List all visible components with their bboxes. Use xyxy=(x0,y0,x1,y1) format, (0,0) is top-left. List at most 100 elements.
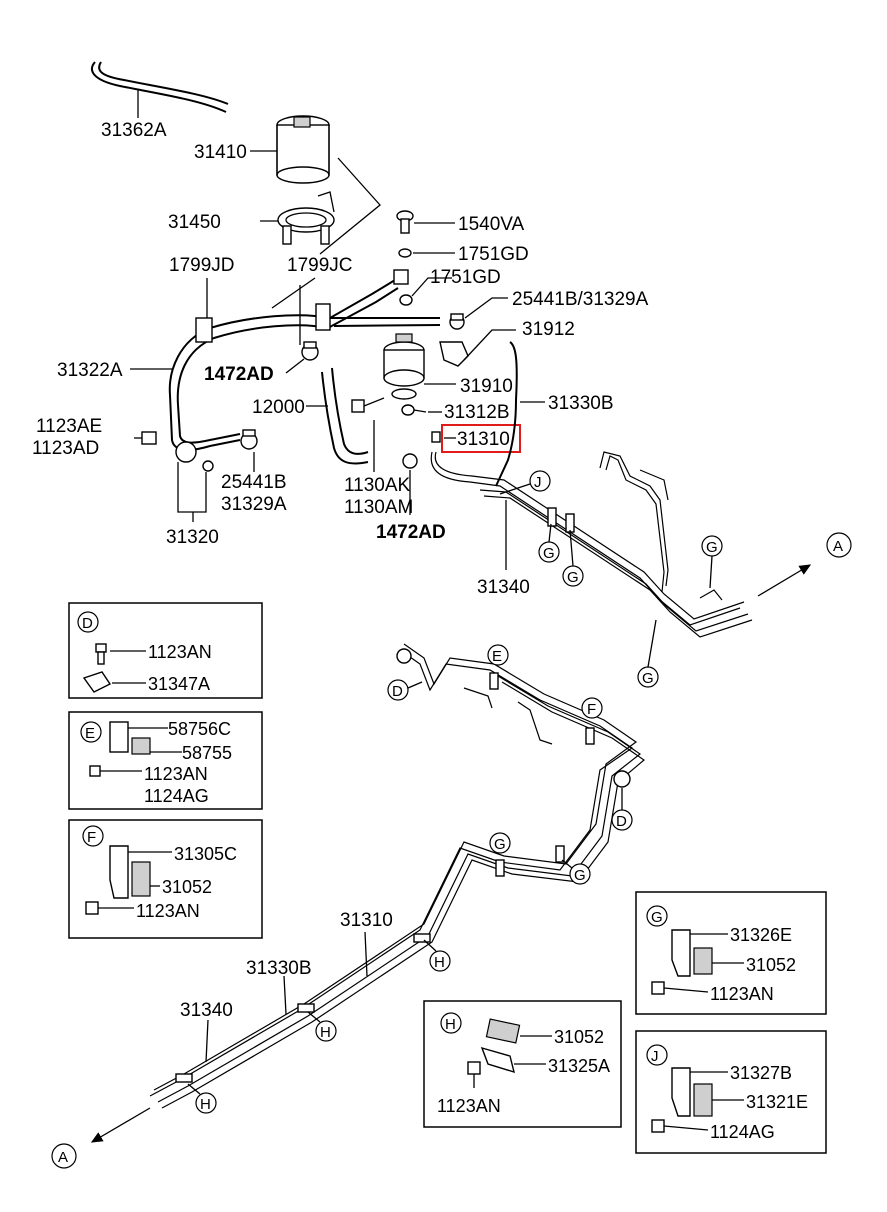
svg-text:31052: 31052 xyxy=(554,1027,604,1047)
callout-a-lower: A xyxy=(51,1143,77,1169)
washer-1751gd xyxy=(398,248,412,258)
svg-text:31052: 31052 xyxy=(746,955,796,975)
part-label-25441b: 25441B xyxy=(221,472,287,493)
part-label-31340-top: 31340 xyxy=(477,577,530,598)
bolt-1130ak xyxy=(351,397,385,413)
part-label-1799jc: 1799JC xyxy=(287,255,353,276)
svg-text:A: A xyxy=(58,1149,68,1166)
svg-text:1123AN: 1123AN xyxy=(710,984,774,1004)
detail-box-j: J 31327B 31321E 1124AG xyxy=(635,1030,827,1154)
upper-assembly: 31362A 31410 31450 1540 xyxy=(32,61,852,688)
svg-text:58756C: 58756C xyxy=(168,719,231,739)
svg-text:D: D xyxy=(616,813,627,830)
svg-text:G: G xyxy=(651,909,663,926)
part-label-31340-low: 31340 xyxy=(180,1000,233,1021)
part-label-1123ae: 1123AE xyxy=(36,416,102,437)
part-label-1130am: 1130AM xyxy=(344,497,413,518)
svg-text:G: G xyxy=(706,539,718,556)
canister-31410 xyxy=(276,115,330,184)
part-label-1751gd-b: 1751GD xyxy=(430,267,501,288)
part-label-1472ad-a: 1472AD xyxy=(204,364,274,385)
part-label-25441b-31329a: 25441B/31329A xyxy=(512,289,649,310)
vapor-hoses xyxy=(168,269,441,406)
connector-31312b xyxy=(401,404,427,416)
callout-f-lower: F xyxy=(581,697,603,719)
callout-h-lower-3: H xyxy=(195,1092,217,1114)
washer-1751gd-lower xyxy=(399,294,413,306)
part-label-31322a: 31322A xyxy=(57,360,123,381)
callout-h-lower-1: H xyxy=(429,950,451,972)
clamp-1472ad-upper xyxy=(301,341,319,361)
svg-text:G: G xyxy=(494,836,506,853)
svg-text:J: J xyxy=(651,1048,659,1065)
part-label-31320: 31320 xyxy=(166,527,219,548)
callout-d-lower-2: D xyxy=(611,809,633,831)
clip-25441b xyxy=(449,313,465,330)
clip-1472ad-lower xyxy=(402,453,418,469)
callout-h-lower-2: H xyxy=(315,1020,337,1042)
svg-text:G: G xyxy=(642,670,654,687)
detail-box-g: G 31326E 31052 1123AN xyxy=(635,891,827,1015)
svg-text:1123AN: 1123AN xyxy=(136,901,200,921)
connector-31310 xyxy=(431,431,441,443)
svg-text:1124AG: 1124AG xyxy=(144,786,209,806)
fuel-lines-upper xyxy=(430,451,753,638)
svg-text:F: F xyxy=(87,829,96,846)
svg-text:J: J xyxy=(534,474,542,491)
part-label-31312b: 31312B xyxy=(444,402,510,423)
svg-text:1123AN: 1123AN xyxy=(437,1096,501,1116)
callout-g-lower-2: G xyxy=(569,863,591,885)
part-label-31410: 31410 xyxy=(194,142,247,163)
part-label-31310-top: 31310 xyxy=(457,429,510,450)
part-label-1540va: 1540VA xyxy=(458,214,525,235)
tube-31330b-upper xyxy=(495,341,518,487)
svg-text:31327B: 31327B xyxy=(730,1063,792,1083)
svg-text:31325A: 31325A xyxy=(548,1056,610,1076)
part-label-1123ad: 1123AD xyxy=(32,438,99,459)
svg-text:H: H xyxy=(434,954,445,971)
part-label-1472ad-b: 1472AD xyxy=(376,522,446,543)
detail-box-e: E 58756C 58755 1123AN 1124AG xyxy=(68,711,263,810)
callout-g-upper-2: G xyxy=(562,565,584,587)
part-label-31329a: 31329A xyxy=(221,494,287,515)
svg-text:E: E xyxy=(85,725,95,742)
svg-text:E: E xyxy=(492,648,502,665)
highlight-box-31310 xyxy=(441,424,521,453)
lower-assembly: 31310 31330B 31340 D E F D G G xyxy=(51,643,645,1169)
svg-text:H: H xyxy=(445,1016,456,1033)
svg-text:31326E: 31326E xyxy=(730,925,792,945)
callout-g-upper-4: G xyxy=(637,666,659,688)
part-label-1130ak: 1130AK xyxy=(344,475,411,496)
part-label-31910: 31910 xyxy=(460,376,513,397)
svg-text:31305C: 31305C xyxy=(174,844,237,864)
callout-d-lower-1: D xyxy=(387,679,409,701)
callout-e-lower: E xyxy=(487,644,509,666)
svg-text:A: A xyxy=(833,538,843,555)
part-label-1751gd-a: 1751GD xyxy=(458,244,529,265)
svg-text:1123AN: 1123AN xyxy=(144,764,208,784)
svg-text:G: G xyxy=(543,545,555,562)
svg-text:G: G xyxy=(574,867,586,884)
svg-text:F: F xyxy=(587,701,596,718)
svg-text:31321E: 31321E xyxy=(746,1092,808,1112)
bolt-1540va xyxy=(396,210,414,234)
bolt-1123ae xyxy=(134,431,157,445)
svg-text:58755: 58755 xyxy=(182,743,232,763)
part-label-31310-low: 31310 xyxy=(340,910,393,931)
svg-text:G: G xyxy=(567,569,579,586)
svg-text:31347A: 31347A xyxy=(148,674,210,694)
detail-box-d: D 1123AN 31347A xyxy=(68,602,263,699)
svg-text:H: H xyxy=(320,1024,331,1041)
part-label-31330b-top: 31330B xyxy=(548,393,614,414)
callout-a-upper: A xyxy=(826,532,852,558)
vent-hose-31362a xyxy=(91,61,229,113)
detail-box-h: H 31052 31325A 1123AN xyxy=(423,1000,622,1128)
detail-box-f: F 31305C 31052 1123AN xyxy=(68,819,263,939)
svg-text:1123AN: 1123AN xyxy=(148,642,212,662)
part-label-12000: 12000 xyxy=(252,397,305,418)
hose-12000 xyxy=(321,367,369,465)
svg-text:D: D xyxy=(82,615,93,632)
svg-text:D: D xyxy=(392,683,403,700)
callout-g-upper-3: G xyxy=(701,535,723,557)
svg-text:H: H xyxy=(200,1096,211,1113)
